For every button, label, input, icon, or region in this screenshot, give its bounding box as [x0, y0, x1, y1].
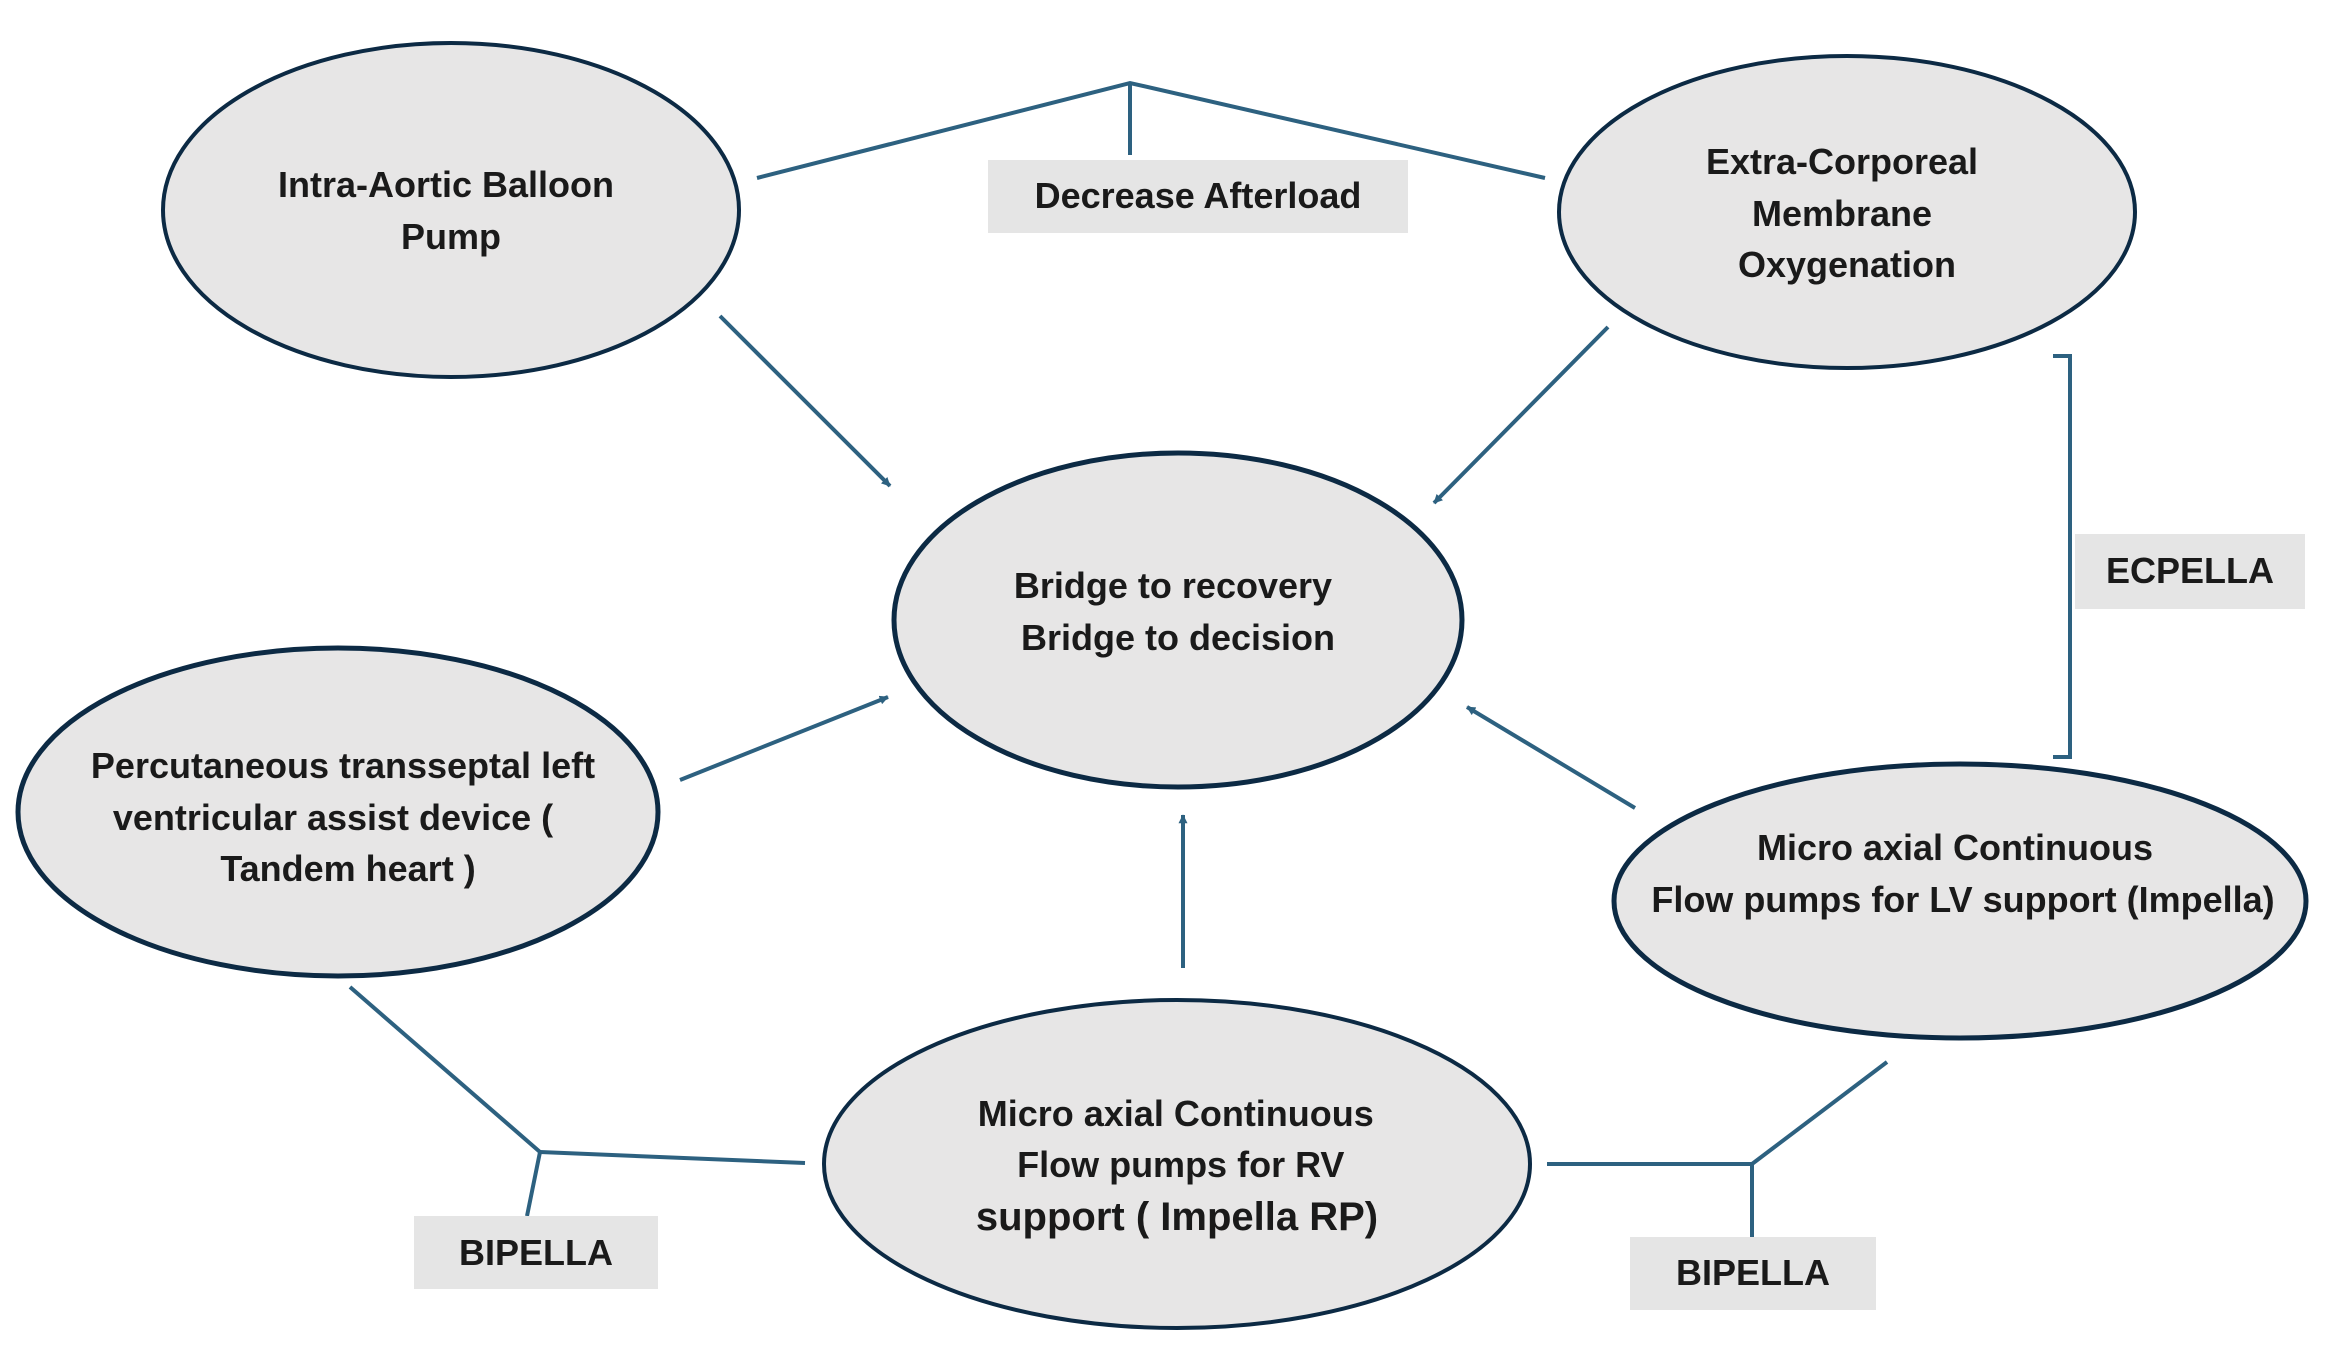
arrow-impella-lv-to-center: [1465, 705, 1637, 810]
node-ecmo: Extra-Corporeal Membrane Oxygenation: [1557, 54, 2137, 370]
svg-text:Percutaneous transseptal left: Percutaneous transseptal left ventricula…: [91, 745, 605, 889]
arrow-tandem-to-center: [679, 695, 889, 782]
svg-text:Extra-Corporeal Membrane: Extra-Corporeal Membrane Oxygenation: [1706, 141, 1988, 285]
label-bipella-right: BIPELLA: [1630, 1237, 1876, 1310]
node-impella-rp: Micro axial Continuous Flow pumps for RV…: [822, 998, 1532, 1330]
svg-text:Micro axial Continuous F: Micro axial Continuous Flow pumps for RV…: [976, 1093, 1378, 1239]
node-center-bridge: Bridge to recovery Bridge to decision: [891, 450, 1465, 790]
node-intra-aortic-balloon-pump: Intra-Aortic Balloon Pump: [161, 41, 741, 379]
svg-text:BIPELLA: BIPELLA: [1676, 1252, 1830, 1293]
bipella-left-connector: [348, 985, 806, 1217]
ecpella-bracket: [2053, 354, 2072, 759]
svg-text:Micro axial Continuous F: Micro axial Continuous Flow pumps for LV…: [1651, 827, 2274, 920]
bipella-right-connector: [1547, 1060, 1889, 1237]
svg-text:Intra-Aortic Balloon Pum: Intra-Aortic Balloon Pump: [278, 164, 624, 257]
node-tandem-heart: Percutaneous transseptal left ventricula…: [15, 645, 661, 979]
label-ecpella: ECPELLA: [2075, 534, 2305, 609]
arrow-ecmo-to-center: [1432, 325, 1610, 505]
node-impella-lv: Micro axial Continuous Flow pumps for LV…: [1611, 761, 2309, 1041]
label-decrease-afterload: Decrease Afterload: [988, 160, 1408, 233]
svg-text:ECPELLA: ECPELLA: [2106, 550, 2274, 591]
svg-text:Bridge to recovery Bridg: Bridge to recovery Bridge to decision: [1014, 565, 1342, 658]
svg-text:Decrease Afterload: Decrease Afterload: [1035, 175, 1362, 216]
arrow-iabp-to-center: [718, 314, 892, 488]
label-bipella-left: BIPELLA: [414, 1216, 658, 1289]
svg-text:BIPELLA: BIPELLA: [459, 1232, 613, 1273]
decrease-afterload-connector: [756, 80, 1546, 180]
